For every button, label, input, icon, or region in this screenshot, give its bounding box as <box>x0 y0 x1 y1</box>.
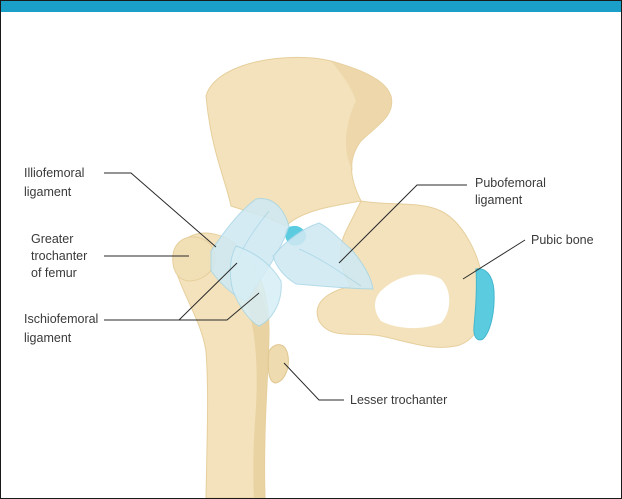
label-lesser-trochanter: Lesser trochanter <box>350 393 447 407</box>
pubic-cartilage <box>474 269 494 340</box>
label-pubic-bone: Pubic bone <box>531 233 594 247</box>
label-ischiofemoral: Ischiofemoral ligament <box>24 312 102 345</box>
label-pubofemoral: Pubofemoral ligament <box>475 176 549 207</box>
label-iliofemoral: Illiofemoral ligament <box>24 166 88 199</box>
label-greater-trochanter: Greater trochanter of femur <box>31 232 91 280</box>
lesser-trochanter-leader <box>284 363 344 400</box>
